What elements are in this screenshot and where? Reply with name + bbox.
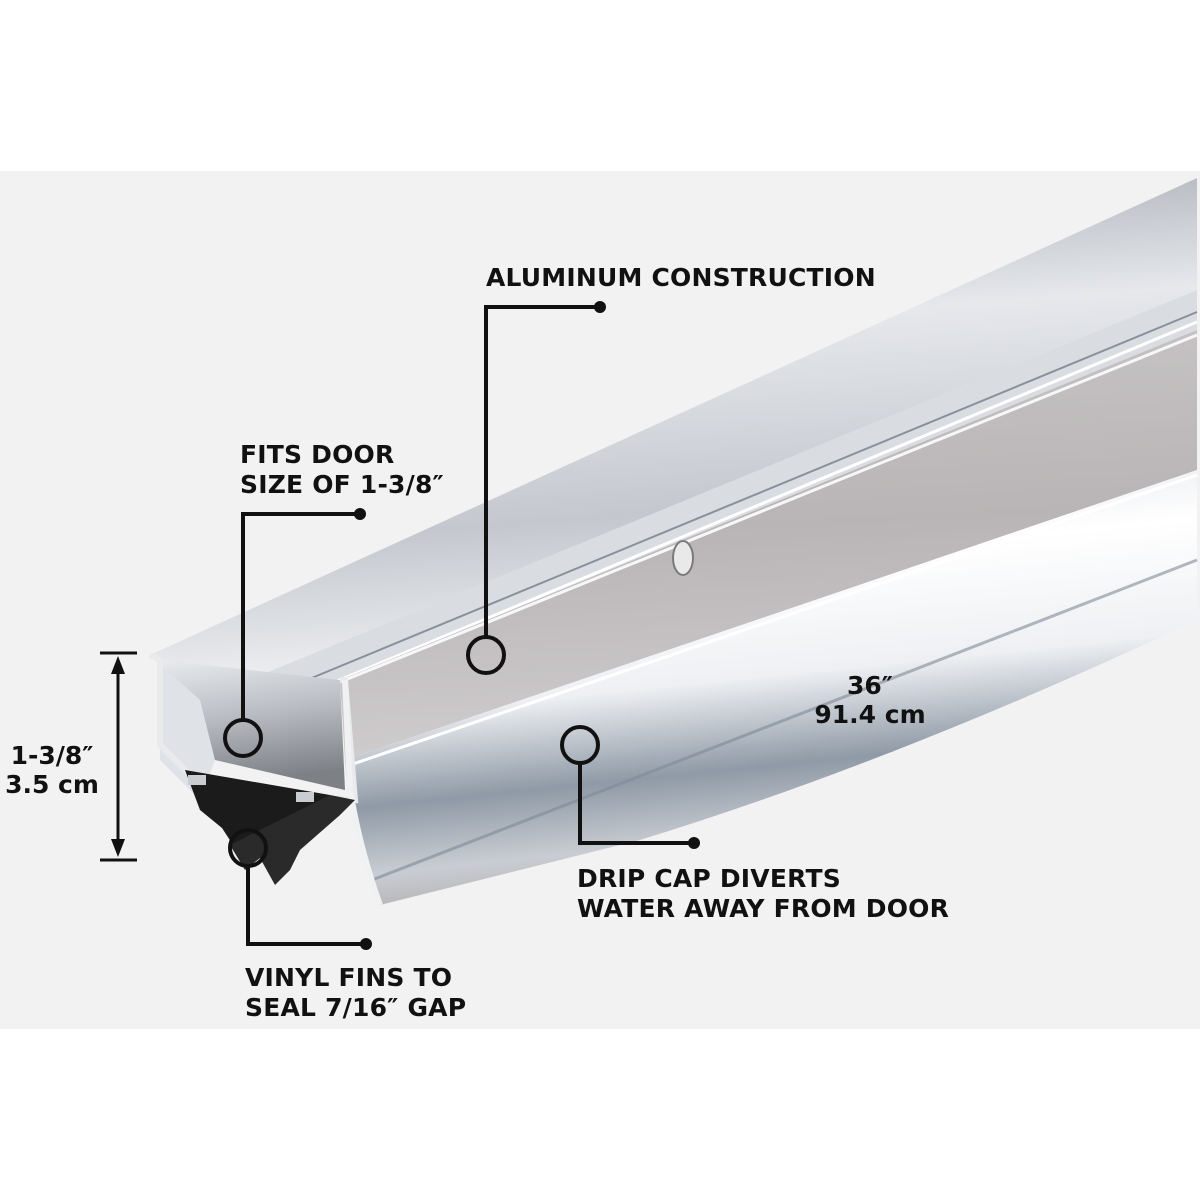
callout-dot	[688, 837, 700, 849]
callout-fits-door-leader	[223, 512, 360, 758]
callout-text-line2: SIZE OF 1-3/8″	[240, 470, 444, 499]
callout-dot	[360, 938, 372, 950]
callout-vinyl-fins: VINYL FINS TO SEAL 7/16″ GAP	[245, 963, 466, 1023]
callout-dot	[594, 301, 606, 313]
height-dimension-label: 1-3/8″ 3.5 cm	[2, 741, 102, 799]
callout-aluminum-construction: ALUMINUM CONSTRUCTION	[486, 263, 876, 293]
callout-text-line1: FITS DOOR	[240, 440, 395, 469]
callout-text-line2: SEAL 7/16″ GAP	[245, 993, 467, 1022]
callout-aluminum-leader	[466, 305, 600, 675]
callout-drip-cap: DRIP CAP DIVERTS WATER AWAY FROM DOOR	[577, 864, 949, 924]
height-dimension-arrow	[100, 651, 137, 862]
callout-vinyl-fins-leader	[228, 828, 366, 946]
callout-drip-cap-leader	[560, 725, 694, 845]
callout-text: ALUMINUM CONSTRUCTION	[486, 263, 876, 292]
length-metric: 91.4 cm	[814, 700, 926, 729]
callout-text-line1: DRIP CAP DIVERTS	[577, 864, 841, 893]
height-imperial: 1-3/8″	[10, 741, 94, 770]
callout-dot	[354, 508, 366, 520]
callout-text-line2: WATER AWAY FROM DOOR	[577, 894, 950, 923]
length-imperial: 36″	[847, 671, 893, 700]
height-metric: 3.5 cm	[5, 770, 99, 799]
mounting-slot	[672, 540, 694, 576]
callout-text-line1: VINYL FINS TO	[245, 963, 453, 992]
length-dimension-label: 36″ 91.4 cm	[805, 671, 935, 729]
callout-fits-door: FITS DOOR SIZE OF 1-3/8″	[240, 440, 444, 500]
